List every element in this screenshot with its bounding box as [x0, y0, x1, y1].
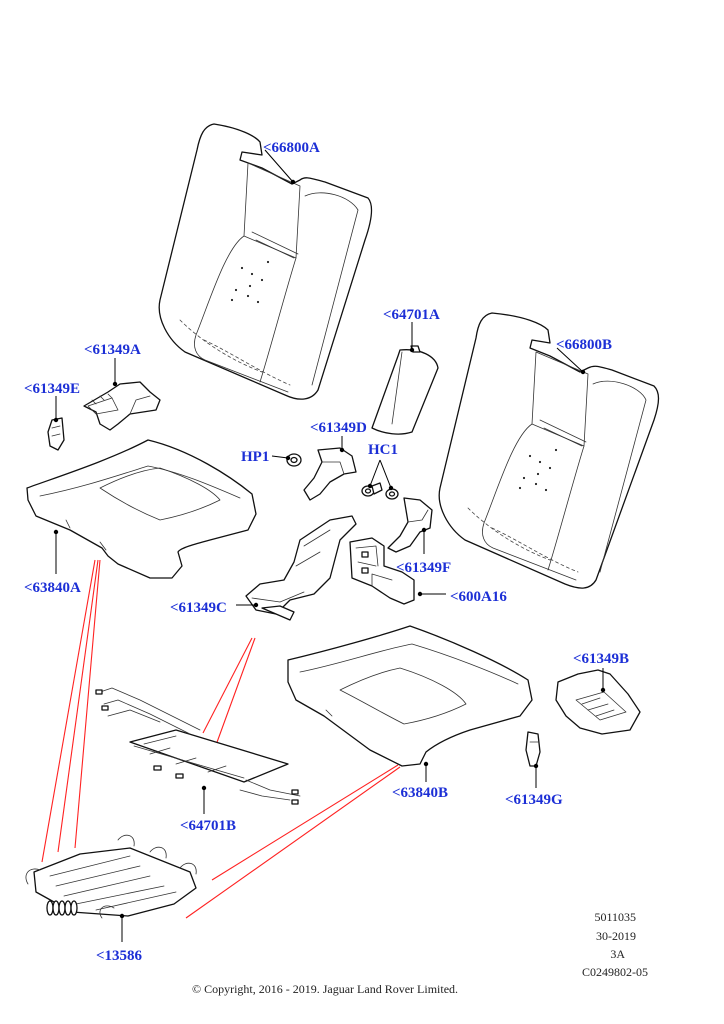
reference-line-3: 3A	[610, 947, 625, 961]
seat-cushion-right	[287, 625, 533, 767]
callout-61349A[interactable]: <61349A	[84, 342, 141, 358]
reference-line-1: 5011035	[594, 910, 636, 924]
seat-back-right	[438, 312, 660, 589]
callout-64701A[interactable]: <64701A	[383, 307, 440, 323]
bracket-right-upper	[387, 497, 433, 553]
callout-64701B[interactable]: <64701B	[180, 818, 236, 834]
callout-HC1[interactable]: HC1	[368, 442, 398, 458]
trim-bezel-left-upper	[83, 381, 161, 431]
callout-labels: <66800A <64701A <66800B <61349A <61349E …	[24, 140, 629, 964]
bushing-hp1	[286, 453, 302, 467]
clip-right	[525, 731, 541, 767]
red-leader-lines	[41, 559, 401, 919]
spring-coils	[46, 900, 78, 916]
seat-cushion-left	[26, 439, 257, 579]
stitch-dots	[230, 260, 270, 304]
trim-bezel-right	[555, 669, 641, 735]
lumbar-pad	[371, 345, 439, 435]
spring-mat	[25, 834, 197, 919]
stitch-dots-right	[518, 448, 558, 492]
heater-mat	[95, 687, 301, 805]
callout-66800A[interactable]: <66800A	[263, 140, 320, 156]
fixings-hc1	[361, 482, 399, 500]
seat-back-left	[158, 123, 373, 400]
callout-61349D[interactable]: <61349D	[310, 420, 367, 436]
callout-66800B[interactable]: <66800B	[556, 337, 612, 353]
reference-line-2: 30-2019	[596, 929, 636, 943]
callout-600A16[interactable]: <600A16	[450, 589, 507, 605]
trim-bracket-centre	[245, 515, 357, 621]
callout-61349F[interactable]: <61349F	[396, 560, 451, 576]
seat-frame-bracket	[349, 537, 415, 605]
bracket-center-upper	[303, 447, 357, 501]
callout-61349E[interactable]: <61349E	[24, 381, 80, 397]
callout-61349B[interactable]: <61349B	[573, 651, 629, 667]
reference-block: 5011035 30-2019 3A C0249802-05	[582, 910, 648, 979]
callout-61349C[interactable]: <61349C	[170, 600, 227, 616]
callout-13586[interactable]: <13586	[96, 948, 143, 964]
callout-63840A[interactable]: <63840A	[24, 580, 81, 596]
callout-61349G[interactable]: <61349G	[505, 792, 563, 808]
callout-63840B[interactable]: <63840B	[392, 785, 448, 801]
copyright-notice: © Copyright, 2016 - 2019. Jaguar Land Ro…	[192, 982, 458, 996]
reference-line-4: C0249802-05	[582, 965, 648, 979]
callout-HP1[interactable]: HP1	[241, 449, 269, 465]
clip-left	[47, 417, 65, 451]
black-leader-lines	[53, 149, 606, 942]
